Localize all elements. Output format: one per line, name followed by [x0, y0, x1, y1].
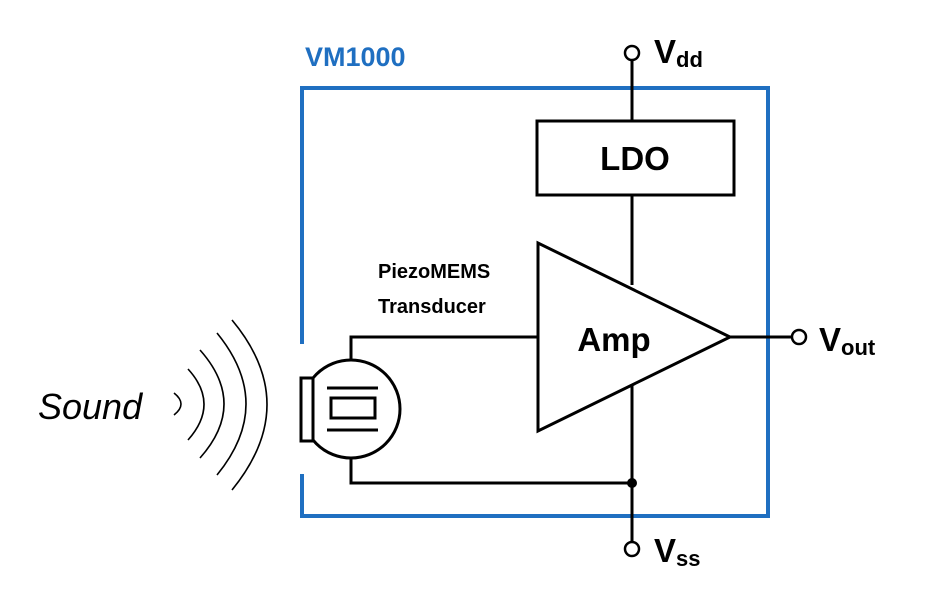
sound-waves-icon: [173, 319, 268, 491]
transducer-label-line1: PiezoMEMS: [378, 261, 490, 283]
amp-label: Amp: [577, 321, 650, 358]
vout-label: Vout: [819, 321, 876, 360]
ldo-label: LDO: [600, 140, 670, 177]
vout-sub: out: [841, 335, 876, 360]
open-circle-terminal-icon: [623, 44, 641, 62]
vss-sub: ss: [676, 546, 700, 571]
vss-main: V: [654, 532, 676, 569]
module-boundary: [300, 86, 770, 518]
vdd-label: Vdd: [654, 33, 703, 72]
ldo-block: LDO: [535, 119, 736, 197]
junction-dot-icon: [627, 478, 637, 488]
vout-main: V: [819, 321, 841, 358]
open-circle-terminal-icon: [790, 328, 808, 346]
amp-block: Amp: [536, 240, 734, 434]
sound-label: Sound: [38, 386, 143, 427]
vdd-main: V: [654, 33, 676, 70]
open-circle-terminal-icon: [623, 540, 641, 558]
transducer-label-line2: Transducer: [378, 296, 486, 318]
vss-label: Vss: [654, 532, 701, 571]
wire-transducer-ground: [349, 432, 632, 485]
vss-terminal: Vss: [623, 532, 701, 571]
vdd-sub: dd: [676, 47, 703, 72]
module-title: VM1000: [305, 42, 406, 72]
vdd-terminal: Vdd: [623, 33, 703, 72]
piezo-transducer-icon: [299, 358, 402, 460]
vout-terminal: Vout: [790, 321, 876, 360]
